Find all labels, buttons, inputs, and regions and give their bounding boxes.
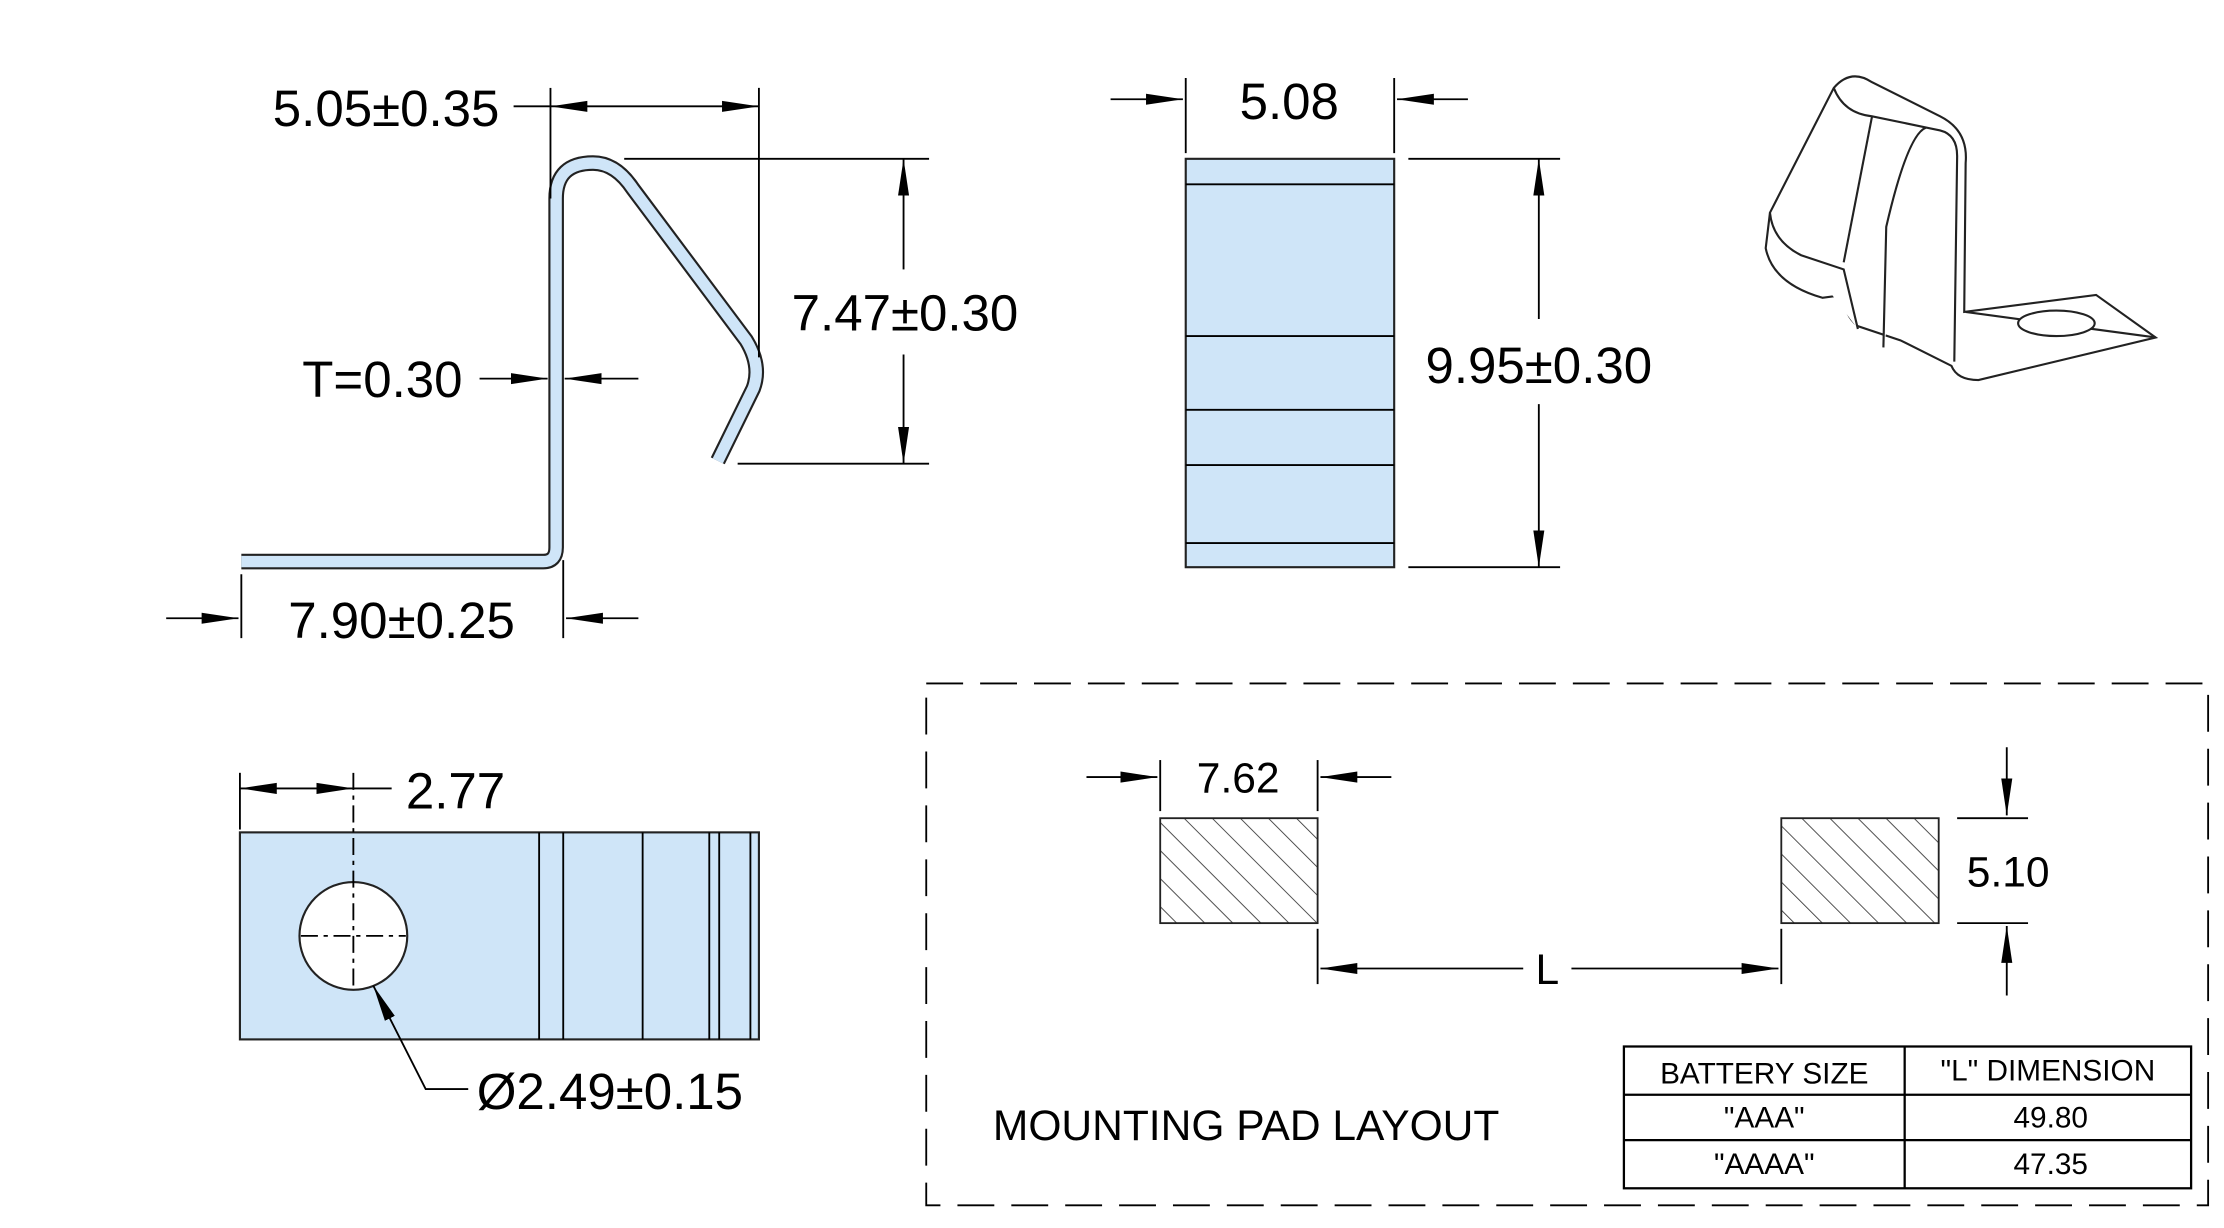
pad-right bbox=[1780, 817, 1940, 925]
hole-diameter-dimension-label: Ø2.49±0.15 bbox=[477, 1063, 743, 1120]
pad-width-dimension-label: 7.62 bbox=[1197, 755, 1280, 803]
table-cell: "AAA" bbox=[1724, 1101, 1805, 1134]
table-cell: "AAAA" bbox=[1714, 1148, 1815, 1181]
contact-profile bbox=[241, 157, 762, 568]
bottom-view: 2.77 Ø2.49±0.15 bbox=[238, 762, 760, 1120]
pad-spacing-label: L bbox=[1536, 946, 1560, 994]
top-view: 5.08 9.95±0.30 bbox=[1110, 73, 1652, 569]
layout-title: MOUNTING PAD LAYOUT bbox=[993, 1102, 1499, 1150]
top-length-dimension-label: 9.95±0.30 bbox=[1425, 337, 1652, 394]
layout-border bbox=[925, 682, 2210, 1207]
dimension-table: BATTERY SIZE "L" DIMENSION "AAA" 49.80 "… bbox=[1622, 1045, 2193, 1190]
table-cell: 49.80 bbox=[2013, 1101, 2088, 1134]
table-header: BATTERY SIZE bbox=[1660, 1057, 1868, 1090]
table-cell: 47.35 bbox=[2013, 1148, 2088, 1181]
side-view: 5.05±0.35 7.47±0.30 T=0.30 7.90±0.25 bbox=[166, 80, 1018, 649]
top-view-body bbox=[1184, 157, 1396, 569]
isometric-view bbox=[1764, 75, 2159, 382]
width-dimension-label: 5.05±0.35 bbox=[273, 80, 500, 137]
top-width-dimension-label: 5.08 bbox=[1240, 73, 1339, 130]
foot-dimension-label: 7.90±0.25 bbox=[288, 592, 515, 649]
table-header: "L" DIMENSION bbox=[1941, 1055, 2156, 1088]
thickness-dimension-label: T=0.30 bbox=[302, 351, 462, 408]
pad-height-dimension-label: 5.10 bbox=[1967, 848, 2050, 896]
pad-left bbox=[1159, 817, 1319, 925]
mounting-pad-layout: 7.62 5.10 L MOUNTING PAD LAYOUT BATTERY … bbox=[925, 682, 2210, 1207]
height-dimension-label: 7.47±0.30 bbox=[792, 284, 1019, 341]
hole-offset-dimension-label: 2.77 bbox=[406, 762, 505, 819]
